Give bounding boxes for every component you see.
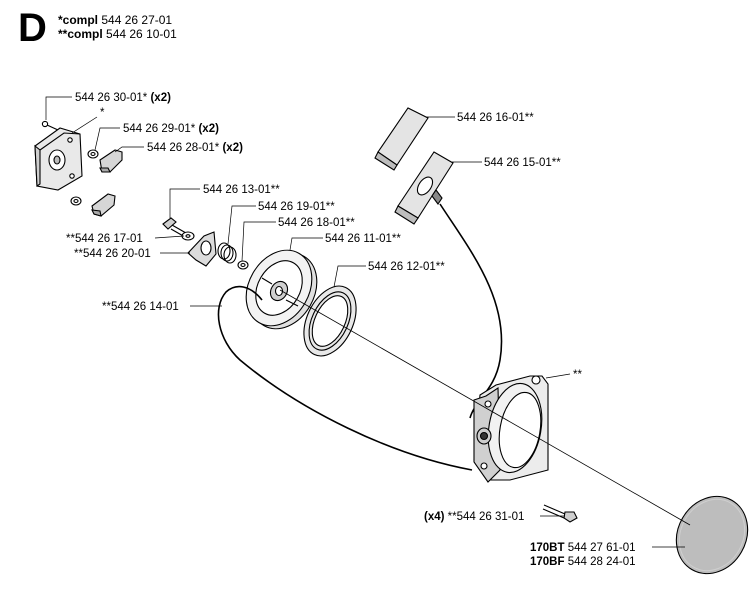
section-letter: D [18, 6, 47, 50]
leader-lines [45, 96, 685, 548]
callout-544-26-19-01: 544 26 19-01** [258, 201, 335, 213]
header-compl-1: *compl 544 26 27-01 [58, 13, 173, 27]
spring-19 [217, 242, 237, 264]
washer-18 [237, 260, 249, 270]
callout-544-26-12-01: 544 26 12-01** [368, 261, 445, 273]
callout-544-26-18-01: 544 26 18-01** [278, 217, 355, 229]
callout-170bf: 170BF 544 28 24-01 [530, 556, 636, 568]
callout-star: * [100, 107, 105, 119]
callout-544-26-14-01: **544 26 14-01 [102, 301, 179, 313]
header-compl-2: **compl 544 26 10-01 [58, 27, 177, 41]
handle-insert [394, 151, 454, 225]
starter-housing [473, 375, 549, 483]
recoil-spring [303, 285, 357, 357]
callout-544-26-31-01: (x4) **544 26 31-01 [424, 511, 524, 523]
pawl-cover [34, 127, 83, 191]
rope-pulley [245, 249, 318, 330]
callout-544-26-13-01: 544 26 13-01** [203, 184, 280, 196]
callout-544-26-17-01: **544 26 17-01 [66, 233, 143, 245]
screw-pawl-upper [41, 120, 59, 131]
housing-screw [542, 504, 578, 523]
washer-17 [181, 231, 195, 241]
callout-170bt: 170BT 544 27 61-01 [530, 542, 636, 554]
starter-handle [374, 107, 454, 225]
callout-housing: ** [573, 369, 582, 381]
pawl-carrier-20 [187, 231, 217, 267]
callout-544-26-11-01: 544 26 11-01** [325, 233, 401, 245]
decal [675, 495, 749, 575]
callout-544-26-28-01: 544 26 28-01* (x2) [147, 142, 243, 154]
handle-grip [374, 107, 429, 171]
spring-upper [87, 149, 99, 159]
assembly-axis [279, 289, 691, 526]
callout-544-26-30-01: 544 26 30-01* (x2) [75, 92, 171, 104]
callout-544-26-15-01: 544 26 15-01** [484, 157, 561, 169]
callout-544-26-29-01: 544 26 29-01* (x2) [123, 123, 219, 135]
pawl-lower [91, 193, 116, 217]
callout-544-26-16-01: 544 26 16-01** [457, 112, 534, 124]
rope-handle-to-housing [439, 203, 503, 419]
pawl-assembly [34, 120, 123, 217]
starter-rope [217, 285, 473, 471]
spring-lower [70, 196, 82, 206]
pawl-upper [99, 149, 123, 173]
callout-544-26-20-01: **544 26 20-01 [74, 248, 151, 260]
